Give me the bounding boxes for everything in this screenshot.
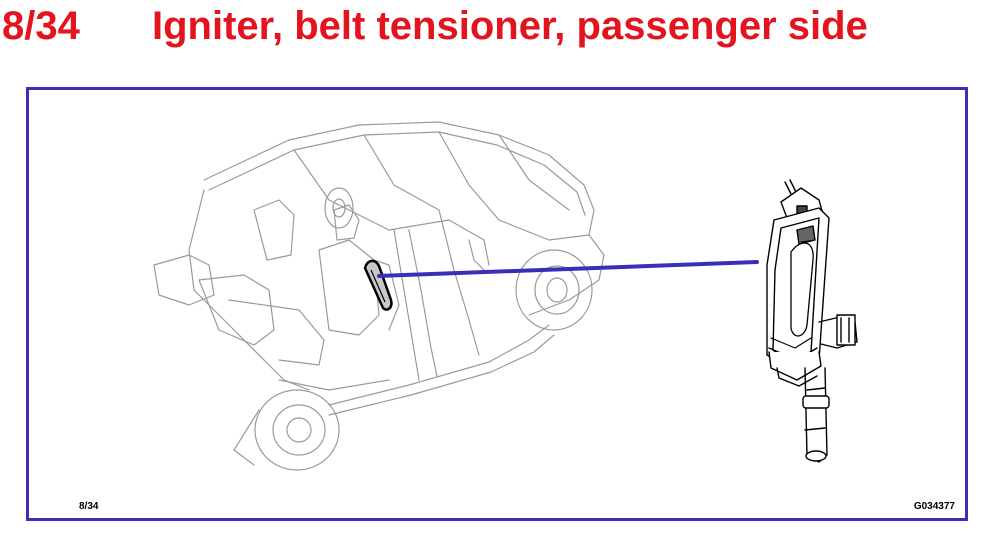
car-cutaway-icon (153, 121, 605, 471)
leader-line (377, 260, 759, 278)
illustration-frame: 8/34 G034377 (26, 87, 968, 521)
page-title: Igniter, belt tensioner, passenger side (152, 4, 868, 48)
page-heading: 8/34 Igniter, belt tensioner, passenger … (0, 4, 981, 48)
belt-tensioner-icon (766, 179, 858, 463)
figure-page-label: 8/34 (79, 501, 99, 512)
tensioner-location-marker (363, 259, 393, 311)
figure-id: G034377 (913, 501, 955, 512)
illustration (153, 121, 858, 471)
page-number: 8/34 (2, 4, 80, 48)
